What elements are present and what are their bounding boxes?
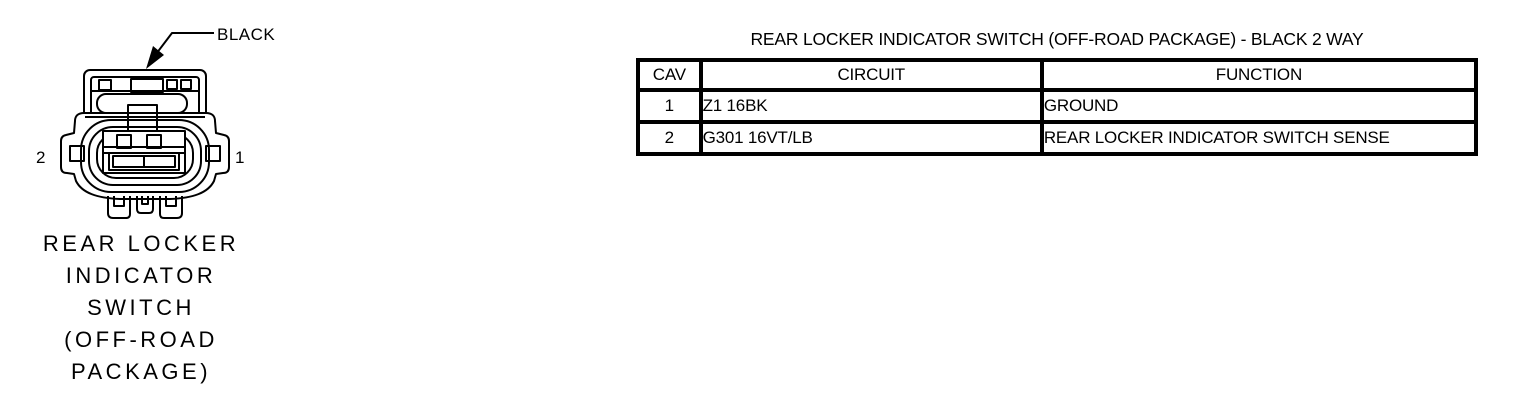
figure-caption-line: (OFF-ROAD <box>64 327 218 352</box>
table-header-row: CAV CIRCUIT FUNCTION <box>636 58 1479 92</box>
cell-function: GROUND <box>1039 88 1479 124</box>
terminal-block <box>102 130 186 174</box>
figure-caption-line: PACKAGE) <box>70 359 212 384</box>
column-header-function: FUNCTION <box>1039 58 1479 92</box>
left-wing-slot <box>69 145 85 162</box>
figure-caption: REAR LOCKER INDICATOR SWITCH (OFF-ROAD P… <box>11 228 271 388</box>
right-wing-slot <box>205 145 221 162</box>
column-header-circuit: CIRCUIT <box>698 58 1044 92</box>
bottom-tabs <box>107 196 183 219</box>
cell-function: REAR LOCKER INDICATOR SWITCH SENSE <box>1039 120 1479 156</box>
pin-1-label: 1 <box>235 148 244 167</box>
figure-caption-line: SWITCH <box>87 295 195 320</box>
callout-arrow-icon <box>146 46 164 69</box>
pinout-table: CAV CIRCUIT FUNCTION 1 Z1 16BK GROUND 2 … <box>636 58 1479 156</box>
figure-caption-line: INDICATOR <box>65 263 217 288</box>
cell-circuit: G301 16VT/LB <box>698 120 1044 156</box>
column-header-cav: CAV <box>636 58 703 92</box>
cell-cav: 2 <box>636 120 703 156</box>
callout-leader <box>146 32 214 69</box>
table-title: REAR LOCKER INDICATOR SWITCH (OFF-ROAD P… <box>750 29 1364 49</box>
connector-color-label: BLACK <box>217 25 275 44</box>
figure-caption-line: REAR LOCKER <box>42 231 240 256</box>
table-row: 1 Z1 16BK GROUND <box>636 88 1479 124</box>
connector-diagram: BLACK 2 1 <box>36 25 275 219</box>
pin-2-label: 2 <box>36 148 45 167</box>
table-row: 2 G301 16VT/LB REAR LOCKER INDICATOR SWI… <box>636 120 1479 156</box>
cell-circuit: Z1 16BK <box>698 88 1044 124</box>
cell-cav: 1 <box>636 88 703 124</box>
